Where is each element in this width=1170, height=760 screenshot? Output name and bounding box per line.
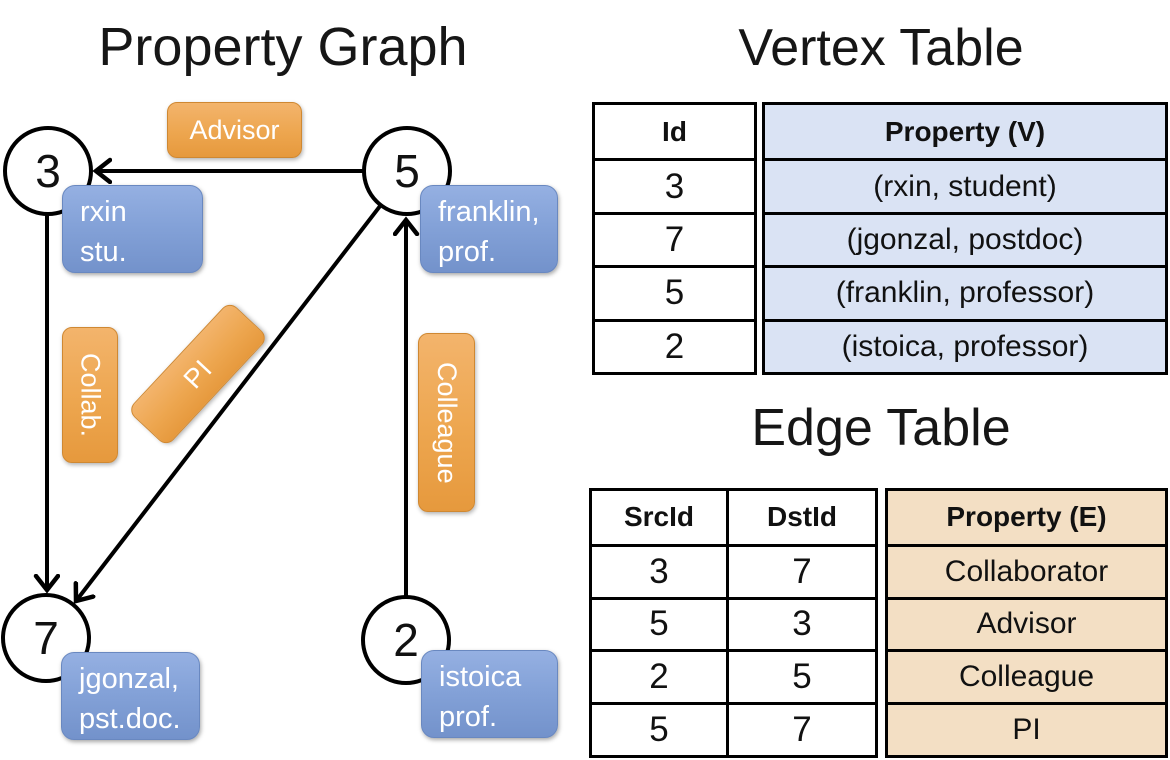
edge-table-cell-dstid: 3 xyxy=(726,596,875,650)
vertex-table-cell-property: (jgonzal, postdoc) xyxy=(765,211,1165,265)
vertex-table-property-column: Property (V) (rxin, student) (jgonzal, p… xyxy=(762,102,1168,375)
vertex-table-title: Vertex Table xyxy=(738,19,1024,77)
vertex-callout-franklin-line2: prof. xyxy=(438,236,497,269)
edge-table-cell-property: Colleague xyxy=(888,649,1165,702)
vertex-callout-istoica: istoica prof. xyxy=(421,650,558,738)
vertex-circle-2: 2 xyxy=(361,595,451,685)
graph-edges-layer xyxy=(0,0,570,640)
vertex-table-header-property: Property (V) xyxy=(884,115,1046,147)
edge-table-cell-srcid: 3 xyxy=(592,543,726,597)
vertex-table-header-id: Id xyxy=(662,115,687,147)
vertex-callout-rxin: rxin stu. xyxy=(62,185,203,273)
vertex-table-cell-id: 7 xyxy=(595,211,754,265)
edge-label-colleague-text: Colleague xyxy=(432,361,462,484)
edge-table-cell-srcid: 5 xyxy=(592,702,726,755)
vertex-id-7: 7 xyxy=(33,612,59,664)
edge-table-cell-property: Advisor xyxy=(888,596,1165,650)
vertex-table-cell-id: 2 xyxy=(595,318,754,372)
edge-table-cell-dstid: 7 xyxy=(726,543,875,597)
edge-table-cell-srcid: 2 xyxy=(592,649,726,702)
vertex-callout-franklin: franklin, prof. xyxy=(420,185,558,273)
vertex-callout-istoica-line2: prof. xyxy=(439,701,498,734)
edge-label-collab-text: Collab. xyxy=(75,352,106,438)
edge-table-header-property: Property (E) xyxy=(946,501,1107,533)
edge-table-property-column: Property (E) Collaborator Advisor Collea… xyxy=(885,488,1168,758)
vertex-callout-istoica-line1: istoica xyxy=(439,661,522,693)
edge-label-advisor: Advisor xyxy=(167,102,302,158)
edge-table-cell-property: Collaborator xyxy=(888,543,1165,597)
vertex-id-2: 2 xyxy=(393,614,419,666)
edge-table-header-srcid: SrcId xyxy=(623,501,695,533)
edge-table-header-dstid: DstId xyxy=(726,491,875,544)
vertex-circle-5: 5 xyxy=(362,126,452,216)
edge-label-advisor-text: Advisor xyxy=(189,114,280,145)
edge-table-cell-srcid: 5 xyxy=(592,596,726,650)
vertex-id-5: 5 xyxy=(394,145,420,197)
edge-line-pi xyxy=(76,169,409,601)
vertex-callout-jgonzal: jgonzal, pst.doc. xyxy=(61,652,200,740)
vertex-table-cell-property: (rxin, student) xyxy=(765,158,1165,211)
vertex-callout-franklin-line1: franklin, xyxy=(438,196,540,228)
edge-table-cell-dstid: 7 xyxy=(726,702,875,755)
vertex-table-cell-property: (istoica, professor) xyxy=(765,318,1165,372)
vertex-callout-rxin-line2: stu. xyxy=(80,236,127,269)
vertex-callout-jgonzal-line1: jgonzal, xyxy=(79,663,179,695)
property-graph-title: Property Graph xyxy=(98,17,468,77)
edge-label-collab: Collab. xyxy=(62,327,118,463)
vertex-table-cell-property: (franklin, professor) xyxy=(765,265,1165,318)
vertex-callout-rxin-line1: rxin xyxy=(80,196,127,228)
vertex-table-cell-id: 3 xyxy=(595,158,754,211)
vertex-table-cell-id: 5 xyxy=(595,265,754,318)
edge-label-colleague: Colleague xyxy=(418,333,475,512)
edge-table-id-columns: SrcId DstId 3 7 5 3 2 5 5 7 xyxy=(589,488,878,758)
vertex-table-id-column: Id 3 7 5 2 xyxy=(592,102,757,375)
vertex-callout-jgonzal-line2: pst.doc. xyxy=(79,703,181,736)
edge-table-title: Edge Table xyxy=(751,399,1011,457)
edge-table-cell-property: PI xyxy=(888,702,1165,755)
edge-label-pi-text: PI xyxy=(177,353,218,394)
edge-table-cell-dstid: 5 xyxy=(726,649,875,703)
vertex-id-3: 3 xyxy=(35,145,61,197)
